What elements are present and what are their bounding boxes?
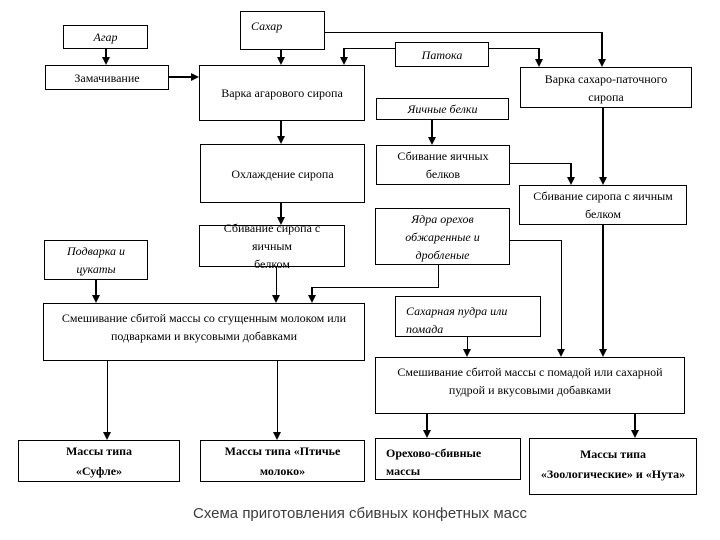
edge-whipleft-mixcond-line	[276, 267, 277, 296]
node-roasted-nut-kernels: Ядра орехов обжаренные и дробленые	[375, 208, 510, 265]
edge-nuts-mixcond-hline	[312, 287, 439, 288]
edge-sugar-agarsyrup-line	[280, 50, 282, 58]
edge-whipwhites-whipright-arrow	[567, 177, 575, 185]
edge-soaking-agarsyrup-arrow	[191, 73, 199, 81]
edge-whipwhites-whipright-hline	[510, 163, 571, 164]
edge-mixcond-souffle-line	[107, 361, 108, 433]
edge-mixfond-zoological-line	[634, 414, 636, 431]
node-mixing-with-fondant: Смешивание сбитой массы с помадой или са…	[375, 357, 685, 414]
edge-eggwhites-whipwhites-arrow	[428, 137, 436, 145]
node-whipping-egg-whites: Сбивание яичных белков	[376, 145, 510, 185]
edge-whipwhites-whipright-vline	[570, 163, 572, 178]
edge-molasses-sms-hline	[489, 48, 540, 49]
edge-agarsyrup-cooling-arrow	[277, 136, 285, 144]
edge-mixcond-birdmilk-arrow	[273, 432, 281, 440]
edge-mixfond-nutwhipped-arrow	[423, 430, 431, 438]
edge-nuts-mixcond-vline1	[438, 265, 439, 287]
edge-powder-mixfond-line	[467, 337, 468, 350]
edge-nuts-mixfond-arrow	[557, 349, 565, 357]
edge-soaking-agarsyrup-line	[169, 76, 191, 78]
edge-molasses-agarsyrup-vline	[343, 48, 345, 58]
diagram-caption: Схема приготовления сбивных конфетных ма…	[192, 505, 527, 522]
node-mixing-with-condensed-milk: Смешивание сбитой массы со сгущенным мол…	[43, 303, 365, 361]
edge-molasses-sms-arrow	[535, 59, 543, 67]
edge-nuts-mixfond-vline	[561, 240, 562, 350]
edge-molasses-sms-vline	[538, 48, 540, 60]
node-agar: Агар	[63, 25, 148, 49]
edge-eggwhites-whipwhites-line	[431, 120, 433, 138]
node-soaking: Замачивание	[45, 65, 169, 90]
node-bird-milk-masses: Массы типа «Птичье молоко»	[200, 440, 365, 482]
edge-nuts-mixfond-hline	[510, 240, 562, 241]
node-egg-whites: Яичные белки	[376, 98, 509, 120]
node-sugar: Сахар	[240, 11, 325, 50]
edge-agar-soaking-line	[105, 49, 107, 58]
edge-sugar-sms-arrow	[598, 59, 606, 67]
edge-agar-soaking-arrow	[102, 57, 110, 65]
edge-whipright-mixfond-arrow	[599, 349, 607, 357]
edge-mixcond-souffle-arrow	[103, 432, 111, 440]
edge-whipleft-mixcond-arrow	[272, 295, 280, 303]
edge-podvarka-mixcond-line	[95, 280, 97, 296]
node-sugar-molasses-syrup-cooking: Варка сахаро-паточного сиропа	[520, 67, 692, 108]
node-syrup-cooling: Охлаждение сиропа	[200, 144, 365, 203]
edge-mixfond-nutwhipped-line	[426, 414, 428, 431]
edge-molasses-agarsyrup-hline	[344, 48, 395, 49]
edge-molasses-agarsyrup-arrow	[340, 57, 348, 65]
node-whipping-syrup-with-whites-left: Сбивание сиропа с яичным белком	[199, 221, 345, 271]
edge-sms-whipright-arrow	[599, 177, 607, 185]
edge-mixfond-zoological-arrow	[631, 430, 639, 438]
edge-sugar-agarsyrup-arrow	[277, 57, 285, 65]
node-podvarka-and-candied-fruit: Подварка и цукаты	[44, 240, 148, 280]
edge-nuts-mixcond-vline2	[311, 287, 313, 296]
edge-agarsyrup-cooling-line	[280, 121, 282, 137]
node-souffle-masses: Массы типа «Суфле»	[18, 440, 180, 482]
edge-cooling-whipleft-arrow	[277, 217, 285, 225]
edge-powder-mixfond-arrow	[463, 349, 471, 357]
node-nut-whipped-masses: Орехово-сбивные массы	[375, 438, 521, 480]
edge-sms-whipright-line	[602, 108, 604, 178]
edge-cooling-whipleft-line	[280, 203, 282, 218]
node-whipping-syrup-with-whites-right: Сбивание сиропа с яичным белком	[519, 185, 687, 225]
node-zoological-nougat-masses: Массы типа «Зоологические» и «Нута»	[529, 438, 697, 495]
edge-sugar-sms-vline	[601, 32, 603, 60]
edge-sugar-sms-hline	[325, 32, 603, 33]
edge-nuts-mixcond-arrow	[308, 295, 316, 303]
edge-mixcond-birdmilk-line	[277, 361, 278, 433]
edge-whipright-mixfond-line	[602, 225, 604, 350]
node-powdered-sugar-or-fondant: Сахарная пудра или помада	[395, 296, 541, 337]
node-molasses: Патока	[395, 42, 489, 67]
edge-podvarka-mixcond-arrow	[92, 295, 100, 303]
node-agar-syrup-cooking: Варка агарового сиропа	[199, 65, 365, 121]
